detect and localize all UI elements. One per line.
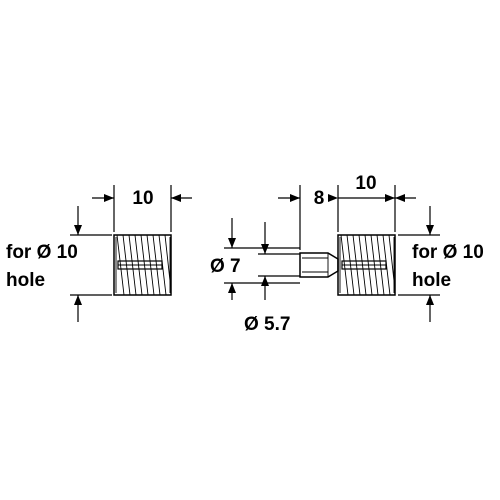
outer-diameter-label: Ø 7	[210, 256, 241, 277]
left-height-dimension: for Ø 10 hole	[6, 206, 112, 322]
inner-diameter-label: Ø 5.7	[244, 314, 290, 335]
right-gap-label: 8	[314, 188, 325, 209]
left-width-label: 10	[132, 188, 153, 209]
right-width-label: 10	[355, 173, 376, 194]
right-hole-label-line1: for Ø 10	[412, 242, 484, 263]
right-sleeve-body	[337, 234, 396, 296]
right-height-dimension: for Ø 10 hole	[398, 206, 484, 322]
pin-head	[299, 252, 339, 278]
right-hole-label-line2: hole	[412, 270, 451, 291]
left-sleeve-body	[113, 234, 172, 296]
left-hole-label-line2: hole	[6, 270, 45, 291]
left-hole-label-line1: for Ø 10	[6, 242, 78, 263]
left-sleeve	[113, 234, 172, 296]
pin-diameter-dimensions: Ø 7 Ø 5.7	[210, 218, 300, 335]
left-width-dimension: 10	[92, 185, 192, 232]
right-assembly	[299, 234, 396, 296]
right-top-dimensions: 8 10	[278, 173, 416, 250]
